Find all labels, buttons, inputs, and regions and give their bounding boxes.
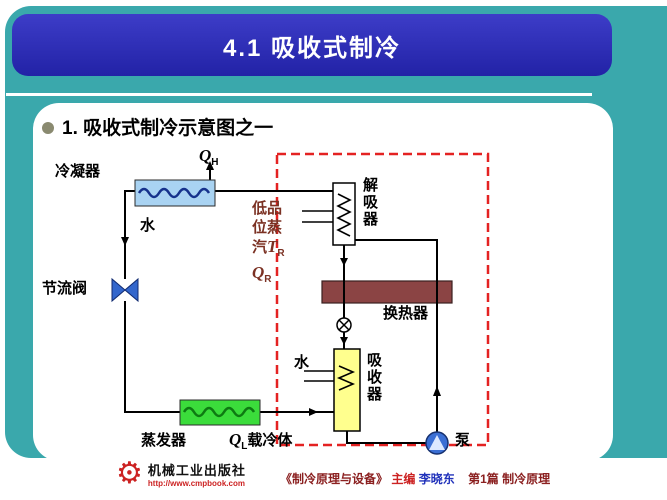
publisher-text-block: 机械工业出版社 http://www.cmpbook.com xyxy=(148,460,246,488)
section-heading: 1. 吸收式制冷示意图之一 xyxy=(62,118,274,139)
absorber-label: 吸收器 xyxy=(366,352,382,403)
publisher-gear-icon: ⚙ xyxy=(116,457,143,490)
heat-exchanger-label: 换热器 xyxy=(383,305,429,322)
steam-line-2: 位蒸 xyxy=(252,219,283,236)
book-title: 《制冷原理与设备》 xyxy=(280,472,389,486)
generator-label: 解吸器 xyxy=(362,177,378,228)
header-divider xyxy=(6,93,592,96)
content-panel xyxy=(33,103,613,461)
tr-symbol: T xyxy=(267,237,278,256)
water-top-label: 水 xyxy=(140,217,156,234)
editor-label: 主编 xyxy=(391,472,416,486)
footer-background xyxy=(0,458,667,500)
qr-symbol: Q xyxy=(252,263,265,282)
low-grade-steam-label: 低品 位蒸 汽TR QR xyxy=(252,199,285,289)
qh-label: QH xyxy=(199,146,219,169)
water-absorber-label: 水 xyxy=(294,354,310,371)
publisher-url: http://www.cmpbook.com xyxy=(147,479,245,488)
qh-symbol: Q xyxy=(199,146,212,165)
ql-symbol: Q xyxy=(229,430,242,449)
ql-coolant-label: QL载冷体 xyxy=(229,430,292,453)
condenser-label: 冷凝器 xyxy=(55,163,101,180)
steam-line-1: 低品 xyxy=(252,200,283,217)
slide-title-bar: 4.1 吸收式制冷 xyxy=(12,14,612,76)
tr-subscript: R xyxy=(277,248,285,259)
evaporator-label: 蒸发器 xyxy=(141,432,187,449)
bullet-icon xyxy=(42,122,54,134)
pump-label: 泵 xyxy=(455,432,471,449)
part-title: 制冷原理 xyxy=(502,472,551,486)
throttle-valve-label: 节流阀 xyxy=(42,280,88,297)
qh-subscript: H xyxy=(211,157,219,168)
steam-line-3: 汽TR xyxy=(252,237,285,259)
ql-subscript: L xyxy=(241,441,248,452)
publisher-logo: ⚙ 机械工业出版社 http://www.cmpbook.com xyxy=(116,459,246,489)
qr-subscript: R xyxy=(264,274,272,285)
slide-title: 4.1 吸收式制冷 xyxy=(222,34,402,62)
part-number: 第1篇 xyxy=(468,472,499,486)
qr-line: QR xyxy=(252,263,285,289)
coolant-text: 载冷体 xyxy=(247,432,293,449)
book-info: 《制冷原理与设备》 主编 李晓东 第1篇 制冷原理 xyxy=(280,470,550,487)
editor-name: 李晓东 xyxy=(418,472,455,486)
publisher-name: 机械工业出版社 xyxy=(147,463,246,478)
